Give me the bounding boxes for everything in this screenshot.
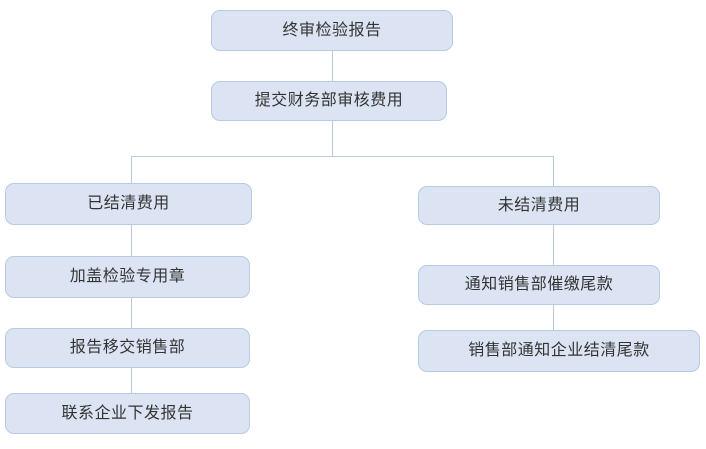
connector-branch-right-drop bbox=[553, 156, 554, 186]
connector-seal-to-transfer bbox=[131, 298, 132, 328]
node-affix-inspection-seal[interactable]: 加盖检验专用章 bbox=[5, 256, 250, 298]
node-fee-settled[interactable]: 已结清费用 bbox=[5, 183, 252, 225]
connector-branch-horizontal bbox=[131, 156, 554, 157]
node-fee-unsettled[interactable]: 未结清费用 bbox=[418, 186, 660, 225]
node-submit-finance-review-fee[interactable]: 提交财务部审核费用 bbox=[211, 81, 447, 121]
connector-report-to-finance bbox=[332, 51, 333, 81]
node-final-inspection-report[interactable]: 终审检验报告 bbox=[211, 10, 453, 51]
connector-transfer-to-contact bbox=[131, 368, 132, 393]
connector-unsettled-to-notify bbox=[553, 225, 554, 265]
connector-finance-stem bbox=[332, 121, 333, 156]
node-notify-sales-collect-balance[interactable]: 通知销售部催缴尾款 bbox=[418, 265, 660, 305]
connector-branch-left-drop bbox=[131, 156, 132, 183]
connector-settled-to-seal bbox=[131, 225, 132, 256]
node-contact-company-issue-report[interactable]: 联系企业下发报告 bbox=[5, 393, 250, 434]
node-transfer-report-to-sales[interactable]: 报告移交销售部 bbox=[5, 328, 250, 368]
node-sales-notify-company-settle[interactable]: 销售部通知企业结清尾款 bbox=[418, 330, 700, 372]
connector-notify-to-sales bbox=[553, 305, 554, 330]
